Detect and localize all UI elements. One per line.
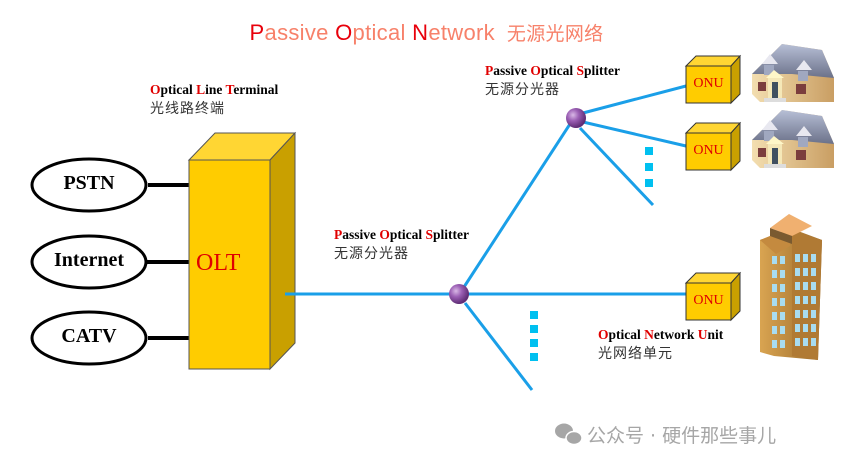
fiber-splitter1-onu1 bbox=[582, 84, 687, 115]
caption-letter: S bbox=[425, 227, 434, 242]
onu-box-2 bbox=[684, 121, 742, 172]
house-icon-1 bbox=[752, 44, 834, 102]
olt-box-side bbox=[269, 131, 296, 371]
title-etwork: etwork bbox=[428, 20, 495, 45]
onu-box-1 bbox=[684, 54, 742, 105]
title-o: O bbox=[335, 20, 353, 45]
caption-letter: U bbox=[697, 327, 708, 342]
splitter-2-caption-en: Passive Optical Splitter bbox=[334, 227, 469, 243]
caption-letter: L bbox=[196, 82, 206, 97]
olt-box-front bbox=[188, 159, 271, 370]
source-node-internet bbox=[30, 234, 148, 290]
caption-word: etwork bbox=[653, 327, 698, 342]
caption-letter: O bbox=[379, 227, 390, 242]
title-p: P bbox=[249, 20, 265, 45]
splitter-1-caption-en: Passive Optical Splitter bbox=[485, 63, 620, 79]
fiber-splitter2-branch bbox=[463, 302, 534, 391]
caption-word: assive bbox=[493, 63, 531, 78]
splitter-2-caption: Passive Optical Splitter 无源分光器 bbox=[334, 227, 469, 263]
caption-word: plitter bbox=[433, 227, 470, 242]
caption-letter: O bbox=[150, 82, 161, 97]
house-icon-2 bbox=[752, 110, 834, 168]
splitter-2-node bbox=[449, 284, 469, 304]
olt-caption-cn: 光线路终端 bbox=[150, 101, 225, 117]
caption-letter: N bbox=[644, 327, 654, 342]
olt-label: OLT bbox=[196, 250, 241, 276]
source-links bbox=[146, 183, 190, 340]
onu-label-1: ONU bbox=[693, 76, 724, 91]
olt-box bbox=[187, 131, 297, 371]
source-label-catv: CATV bbox=[61, 325, 117, 347]
wechat-icon bbox=[555, 423, 583, 446]
splitter-1-caption-cn: 无源分光器 bbox=[485, 82, 560, 98]
caption-letter: O bbox=[530, 63, 541, 78]
caption-word: nit bbox=[707, 327, 724, 342]
caption-letter: T bbox=[225, 82, 234, 97]
more-branches-dots-1 bbox=[645, 147, 653, 187]
source-node-catv bbox=[30, 310, 148, 366]
fiber-splitter2-splitter1 bbox=[462, 123, 572, 288]
more-branches-dots-2 bbox=[530, 311, 538, 361]
caption-letter: S bbox=[576, 63, 585, 78]
watermark-text: 公众号 · 硬件那些事儿 bbox=[587, 425, 777, 447]
splitter-2-caption-cn: 无源分光器 bbox=[334, 246, 409, 262]
caption-word: ptical bbox=[160, 82, 197, 97]
onu-label-2: ONU bbox=[693, 143, 724, 158]
source-nodes bbox=[30, 157, 148, 366]
onu-box-3 bbox=[684, 271, 742, 322]
fiber-splitter1-branch bbox=[578, 126, 655, 207]
source-label-pstn: PSTN bbox=[63, 172, 115, 194]
caption-word: erminal bbox=[233, 82, 279, 97]
onu-caption-cn: 光网络单元 bbox=[598, 346, 673, 362]
title-assive: assive bbox=[264, 20, 336, 45]
diagram-title: Passive Optical Network 无源光网络 bbox=[0, 19, 853, 46]
caption-word: plitter bbox=[584, 63, 621, 78]
splitter-1-node bbox=[566, 108, 586, 128]
caption-letter: P bbox=[334, 227, 343, 242]
onu-label-3: ONU bbox=[693, 293, 724, 308]
caption-letter: P bbox=[485, 63, 494, 78]
onu-caption-en: Optical Network Unit bbox=[598, 327, 723, 343]
olt-caption: Optical Line Terminal 光线路终端 bbox=[150, 82, 278, 118]
onu-caption: Optical Network Unit 光网络单元 bbox=[598, 327, 723, 363]
caption-word: ptical bbox=[389, 227, 426, 242]
fiber-lines bbox=[285, 84, 687, 391]
source-node-pstn bbox=[30, 157, 148, 213]
caption-word: ptical bbox=[608, 327, 645, 342]
splitter-1-caption: Passive Optical Splitter 无源分光器 bbox=[485, 63, 620, 99]
caption-word: ine bbox=[205, 82, 226, 97]
olt-caption-en: Optical Line Terminal bbox=[150, 82, 278, 98]
title-cn: 无源光网络 bbox=[506, 23, 604, 45]
fiber-splitter1-onu2 bbox=[582, 120, 687, 148]
title-ptical: ptical bbox=[352, 20, 413, 45]
office-building-icon bbox=[760, 214, 822, 360]
caption-word: ptical bbox=[540, 63, 577, 78]
caption-word: assive bbox=[342, 227, 380, 242]
caption-letter: O bbox=[598, 327, 609, 342]
source-label-internet: Internet bbox=[54, 249, 124, 271]
title-n: N bbox=[412, 20, 429, 45]
